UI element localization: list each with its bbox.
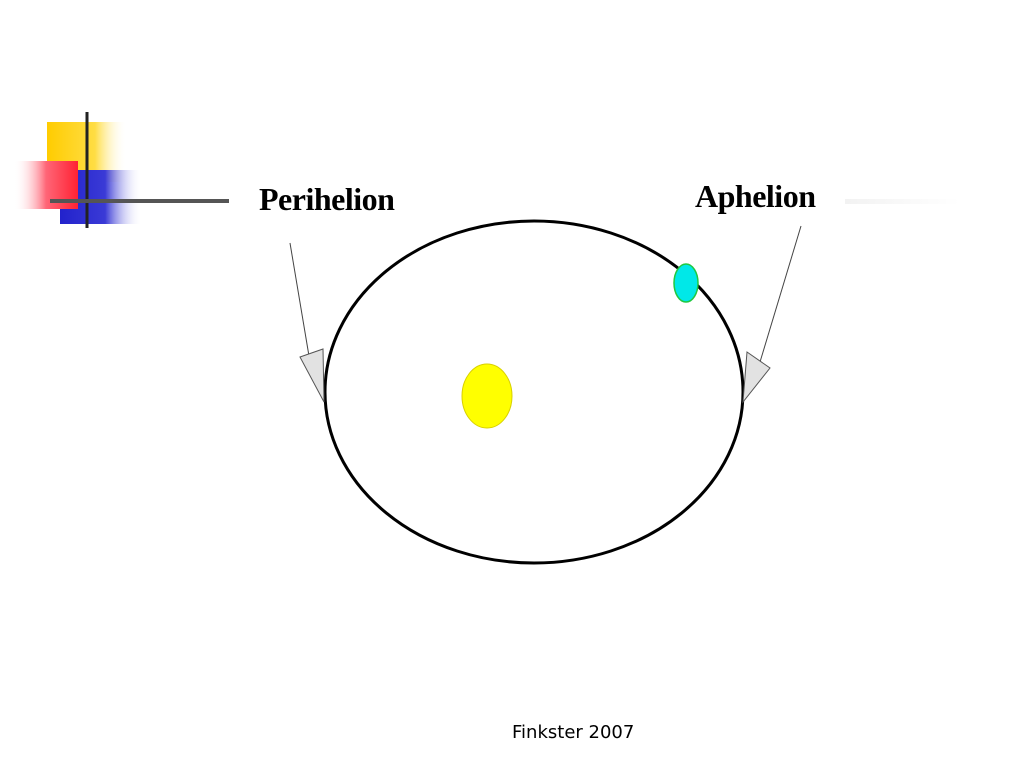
aphelion-label: Aphelion <box>695 178 816 214</box>
footer-credit: Finkster 2007 <box>512 722 635 743</box>
perihelion-label: Perihelion <box>259 181 395 217</box>
perihelion-arrow-line <box>289 242 311 363</box>
perihelion-arrowhead <box>299 348 325 403</box>
deco-faint-line <box>845 199 960 204</box>
orbit-ellipse <box>323 219 745 565</box>
aphelion-arrow-line <box>759 225 802 363</box>
planet <box>673 263 699 303</box>
sun <box>461 363 513 429</box>
corner-decoration <box>14 112 960 228</box>
aphelion-arrowhead <box>742 351 771 404</box>
